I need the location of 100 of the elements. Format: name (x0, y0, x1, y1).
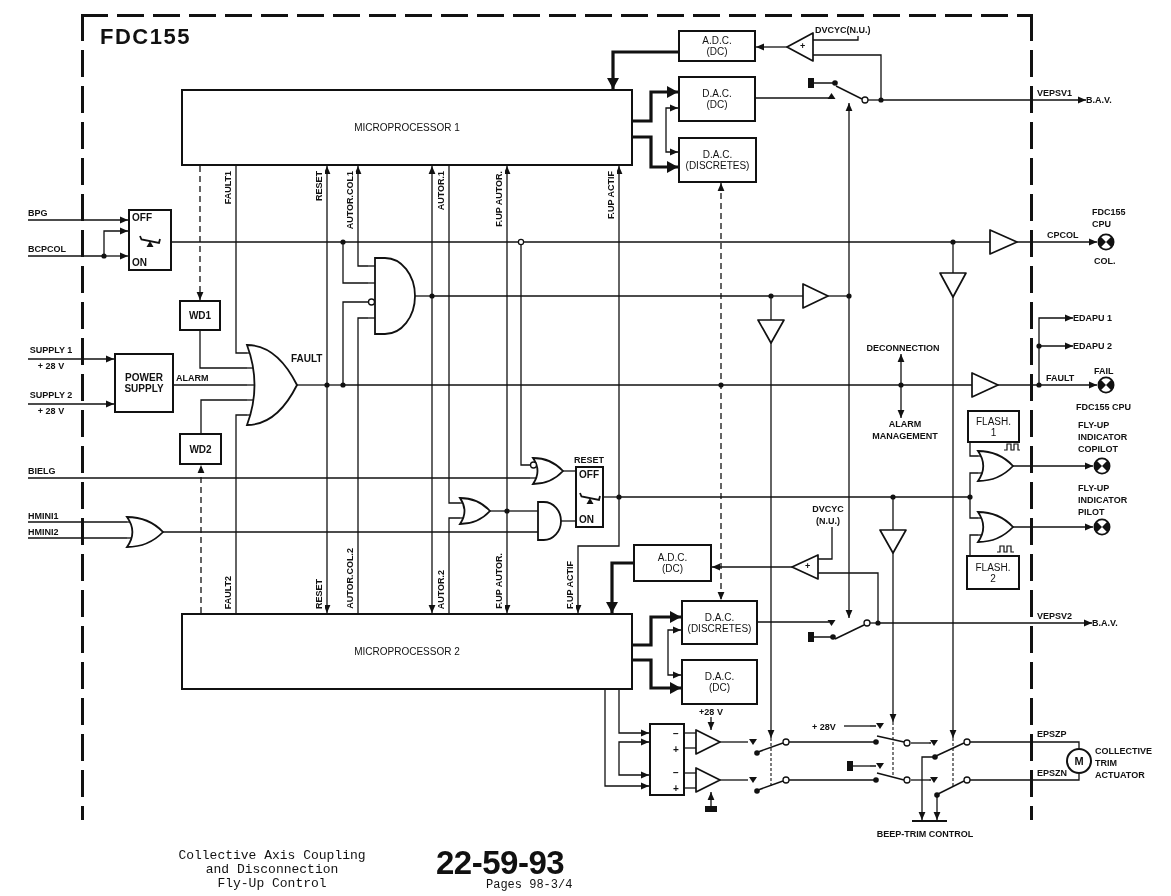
signal-line (684, 747, 697, 749)
signal-arrow (667, 626, 682, 679)
signal-line (684, 787, 697, 789)
signal-line (506, 510, 539, 512)
block-label: MICROPROCESSOR 2 (354, 646, 460, 657)
signal-line (852, 765, 871, 767)
signal-label: FAULT (291, 354, 323, 364)
voltage-label: +28 V (698, 706, 724, 718)
figure-caption: Collective Axis Coupling and Disconnection Fly-Up Control (177, 849, 367, 891)
signal-label: F.UP AUTOR. (494, 553, 505, 609)
block-label: MICROPROCESSOR 1 (354, 122, 460, 133)
signal-label: VEPSV1 (1037, 88, 1073, 98)
signal-line (970, 741, 1080, 749)
watchdog-block (179, 300, 221, 331)
signal-label: F.UP ACTIF (606, 171, 617, 219)
signal-line (970, 773, 1080, 781)
flasher-block (967, 410, 1020, 443)
voltage-label: + 28V (812, 721, 837, 733)
bus-arrow (633, 658, 681, 694)
converter-block (633, 544, 712, 582)
sign-label: + (673, 784, 679, 794)
block-label: FLASH. 1 (976, 415, 1011, 438)
and-gate-symbol (368, 258, 415, 334)
op-amp-symbol (696, 730, 720, 754)
switch-contact-symbol (806, 76, 868, 103)
indicator-label: COL. (1094, 255, 1117, 267)
ground-symbol (847, 761, 853, 771)
signal-line (448, 165, 461, 504)
signal-label: F.UP ACTIF (565, 561, 576, 609)
signal-name: B.A.V. (1086, 94, 1113, 106)
block-label: WD1 (188, 310, 212, 321)
signal-line (27, 521, 128, 523)
signal-line (235, 165, 248, 354)
signal-label: RESET (314, 579, 325, 609)
signal-name: DVCYC(N.U.) (815, 24, 872, 36)
buffer-symbol (803, 284, 828, 308)
signal-line (789, 779, 871, 781)
block-label: A.D.C. (DC) (657, 552, 688, 574)
processor-block (181, 613, 633, 690)
switch-position-label: OFF (579, 469, 599, 480)
signal-arrow (604, 689, 650, 790)
signal-arrow (27, 216, 129, 224)
actuator-label: COLLECTIVE TRIM ACTUATOR (1095, 745, 1153, 781)
signal-line (357, 317, 369, 614)
switch-position-label: ON (579, 514, 594, 525)
signal-arrow (707, 791, 715, 807)
signal-label: ALARM (176, 373, 209, 383)
indicator-lamp-icon (1093, 518, 1111, 536)
signal-label: AUTOR.COL1 (345, 171, 356, 230)
block-label: POWER SUPPLY (124, 372, 164, 394)
signal-arrow (27, 355, 115, 363)
signal-line (684, 772, 697, 774)
sign-label: + (800, 42, 806, 51)
signal-label: EPSZP (1037, 729, 1067, 739)
signal-arrow (889, 552, 897, 723)
block-label: A.D.C. (DC) (702, 35, 732, 57)
signal-arrow (918, 756, 930, 821)
function-label: ALARM MANAGEMENT (871, 418, 939, 442)
signal-line (969, 534, 979, 556)
function-label: BEEP-TRIM CONTROL (875, 828, 975, 840)
signal-line (757, 621, 807, 623)
signal-arrow (755, 43, 788, 51)
signal-line (27, 537, 128, 539)
or-gate-symbol (530, 458, 563, 484)
signal-line (173, 384, 248, 386)
signal-name: SUPPLY 1 (29, 345, 73, 356)
buffer-symbol (880, 530, 906, 553)
switch-position-label: ON (132, 257, 147, 268)
comparator-block (649, 723, 685, 796)
op-amp-symbol (696, 768, 720, 792)
indicator-label: FDC155 CPU (1092, 206, 1127, 230)
signal-line (755, 97, 807, 99)
converter-block (681, 659, 758, 705)
signal-line (235, 414, 248, 614)
page-reference: Pages 98-3/4 (486, 879, 573, 892)
sign-label: − (673, 768, 679, 778)
signal-label: FAULT2 (223, 575, 234, 609)
dashed-arrow (197, 464, 205, 614)
signal-arrow (618, 689, 650, 737)
block-label: D.A.C. (DISCRETES) (685, 149, 750, 171)
sign-label: + (673, 745, 679, 755)
indicator-label: FAIL (1094, 365, 1115, 377)
or-gate-symbol (978, 451, 1013, 481)
indicator-lamp-icon (1093, 457, 1111, 475)
buffer-symbol (940, 273, 966, 297)
signal-line (910, 779, 930, 781)
signal-line (789, 741, 871, 743)
signal-name: EDAPU 2 (1073, 340, 1113, 352)
converter-block (678, 76, 756, 122)
dashed-arrow (717, 182, 725, 601)
signal-arrow (949, 296, 957, 739)
switch-contact-symbol (929, 738, 971, 798)
signal-label: AUTOR.COL.2 (345, 548, 356, 609)
buffer-symbol (758, 320, 784, 343)
signal-line (200, 399, 248, 434)
and-gate-symbol (538, 502, 561, 540)
signal-arrow (1012, 462, 1094, 470)
signal-name: HMINI1 (28, 510, 60, 522)
signal-name: EDAPU 1 (1073, 312, 1113, 324)
signal-line (719, 741, 749, 743)
